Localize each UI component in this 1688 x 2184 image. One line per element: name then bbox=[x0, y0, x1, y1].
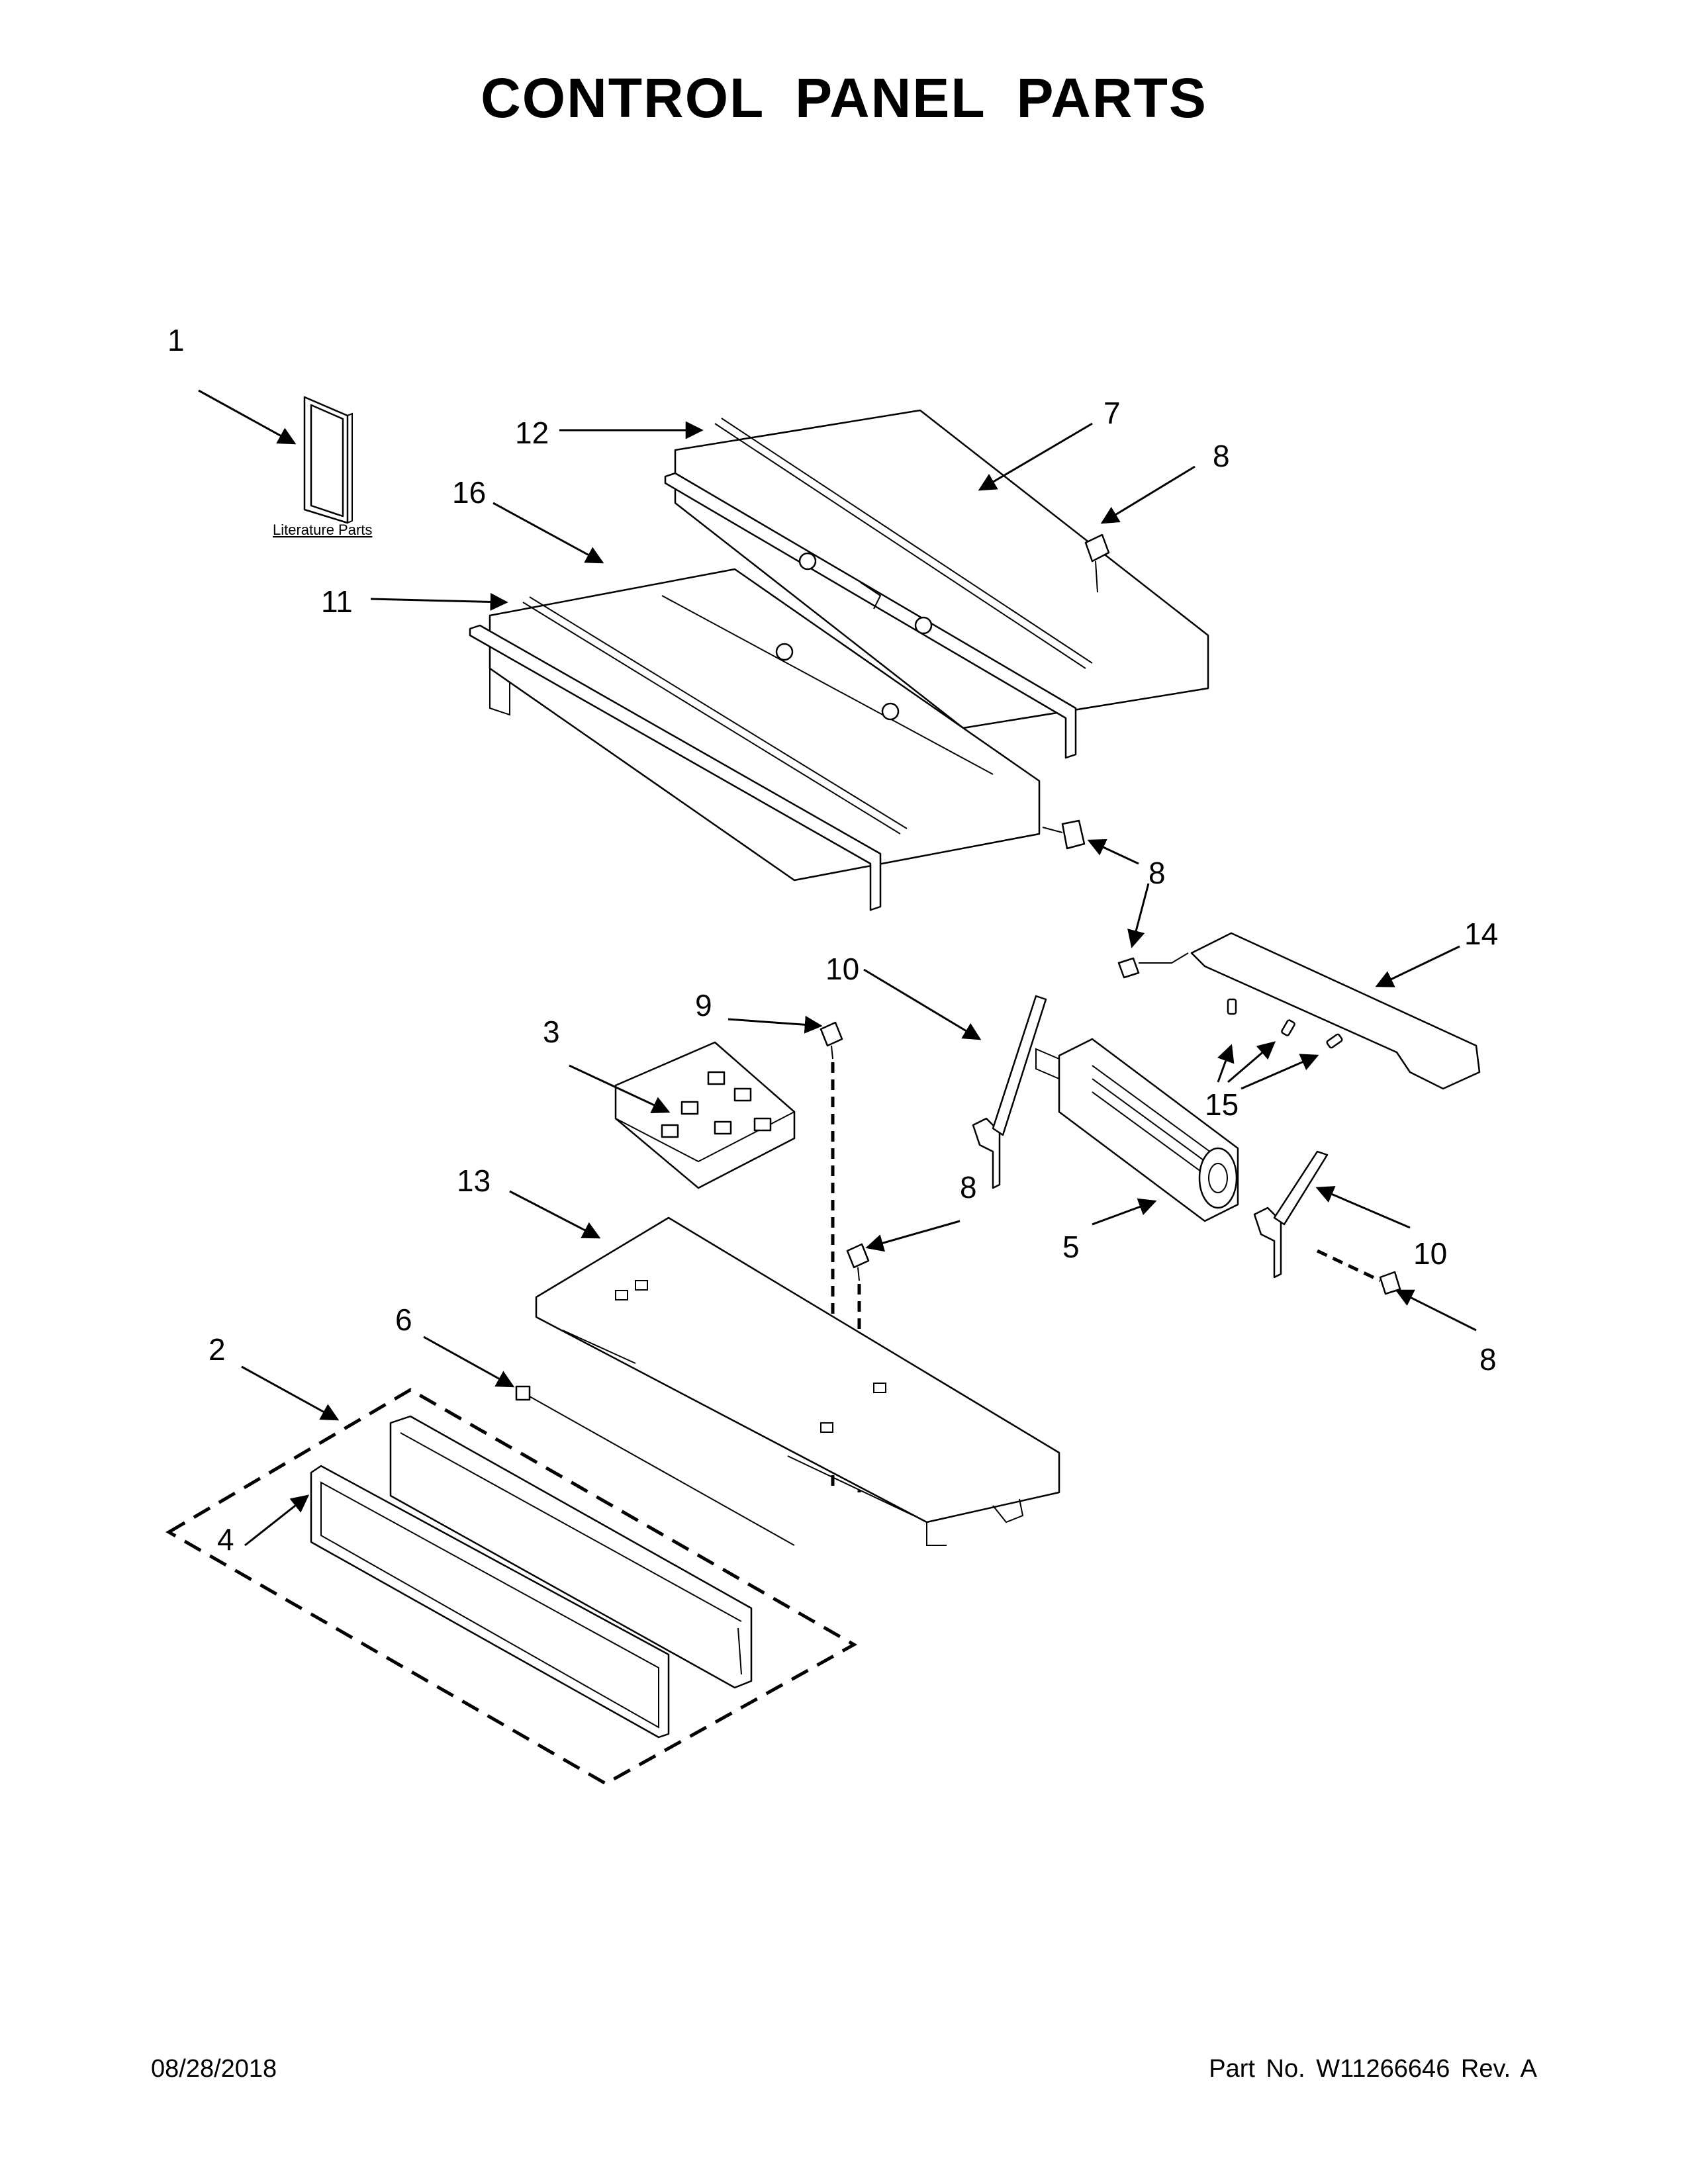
callout-7: 7 bbox=[1103, 396, 1121, 430]
callout-11: 11 bbox=[321, 584, 353, 619]
callout-labels: 1 12 7 8 16 11 8 14 10 9 3 15 8 13 5 10 … bbox=[167, 323, 1498, 1557]
page-title: CONTROL PANEL PARTS bbox=[481, 67, 1207, 129]
mounting-bracket bbox=[1117, 932, 1481, 1090]
console-glass-panel bbox=[389, 1415, 753, 1689]
callout-2: 2 bbox=[209, 1332, 226, 1367]
control-board-icon bbox=[614, 1041, 796, 1189]
callout-9: 9 bbox=[695, 988, 712, 1023]
callout-13: 13 bbox=[457, 1163, 491, 1198]
screw-icon bbox=[820, 1021, 843, 1060]
screw-icon bbox=[1379, 1271, 1401, 1295]
callout-6: 6 bbox=[395, 1302, 412, 1337]
callout-4: 4 bbox=[217, 1522, 234, 1557]
callout-5: 5 bbox=[1062, 1230, 1080, 1264]
console-assembly-outline bbox=[165, 1388, 858, 1786]
lower-panel-housing bbox=[469, 568, 1041, 911]
callout-12: 12 bbox=[515, 416, 549, 450]
footer-date: 08/28/2018 bbox=[151, 2055, 277, 2083]
support-bracket-right bbox=[1253, 1150, 1329, 1279]
mounting-plate bbox=[535, 1216, 1060, 1546]
callout-10: 10 bbox=[1413, 1236, 1447, 1271]
screw-icon bbox=[1042, 819, 1086, 850]
callout-8: 8 bbox=[1149, 856, 1166, 890]
screw-icon bbox=[1084, 533, 1110, 593]
cooling-fan-icon bbox=[1035, 1038, 1239, 1222]
clip-icon bbox=[515, 1385, 795, 1546]
callout-16: 16 bbox=[452, 475, 486, 510]
literature-parts-label: Literature Parts bbox=[273, 522, 372, 538]
literature-book-icon bbox=[303, 396, 353, 524]
console-overlay-frame bbox=[310, 1465, 670, 1739]
support-bracket-left bbox=[972, 995, 1047, 1189]
callout-8: 8 bbox=[1479, 1342, 1497, 1377]
wire-plug-icon bbox=[1227, 998, 1343, 1049]
callout-8: 8 bbox=[1213, 439, 1230, 473]
screw-icon bbox=[846, 1243, 870, 1281]
leader-arrows bbox=[198, 389, 1477, 1547]
callout-1: 1 bbox=[167, 323, 185, 357]
callout-10: 10 bbox=[825, 952, 859, 986]
footer-part-number: Part No. W11266646 Rev. A bbox=[1209, 2055, 1537, 2083]
callout-8: 8 bbox=[960, 1170, 977, 1205]
callout-3: 3 bbox=[543, 1015, 560, 1049]
callout-14: 14 bbox=[1464, 917, 1498, 951]
callout-15: 15 bbox=[1205, 1087, 1239, 1122]
